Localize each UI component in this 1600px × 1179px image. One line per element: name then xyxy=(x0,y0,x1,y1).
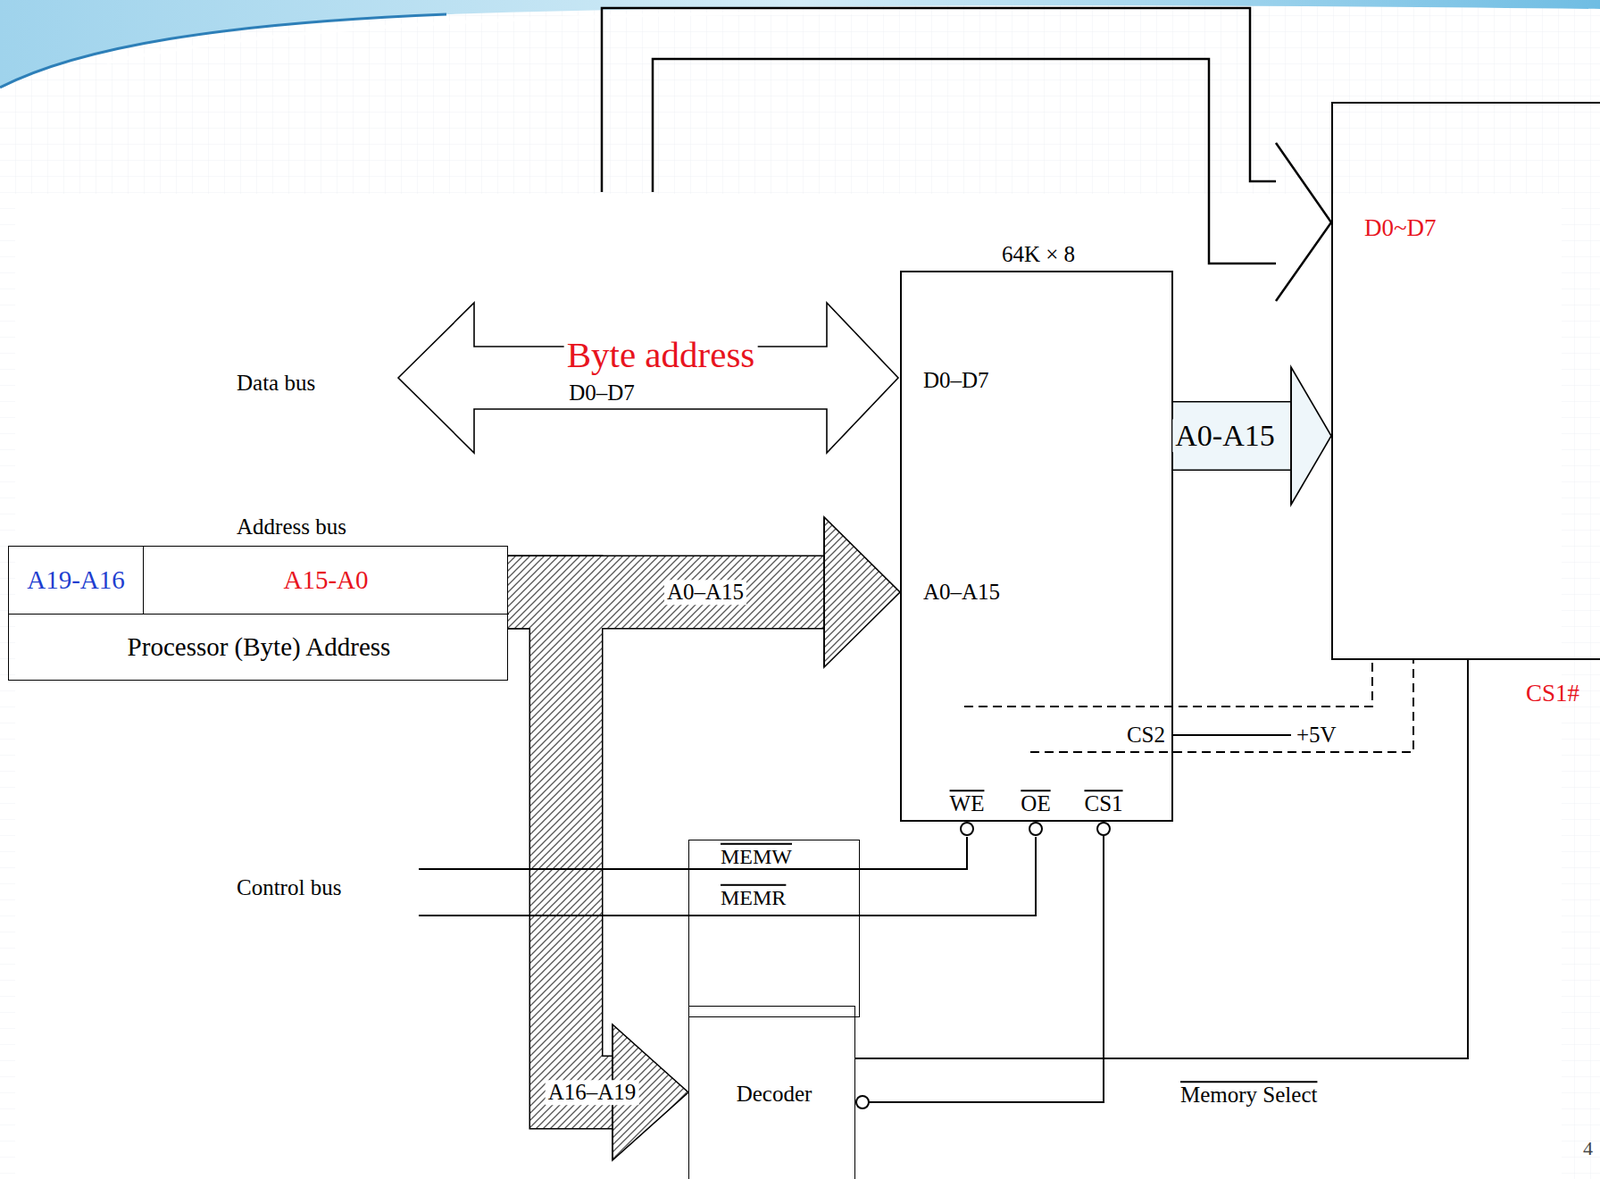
annotation: Byte address xyxy=(564,334,759,375)
data-arrow-head xyxy=(1275,142,1332,301)
node-text: Decoder xyxy=(736,1081,813,1107)
signal-name: D0–D7 xyxy=(568,380,635,406)
arrow-head-base xyxy=(823,516,825,667)
active-low-bubble xyxy=(960,822,974,835)
address-arrow xyxy=(1173,402,1292,470)
active-low-bubble xyxy=(856,1095,869,1109)
node-text: D0~D7 xyxy=(1364,215,1437,242)
node-text: A15-A0 xyxy=(283,566,368,595)
control-signal-box: MEMW MEMR xyxy=(688,839,860,1017)
decoder-box: Decoder xyxy=(688,1005,856,1179)
bus-name: Control bus xyxy=(236,875,342,900)
node-text: Processor (Byte) Address xyxy=(127,633,392,662)
dashed-link xyxy=(964,659,1373,707)
supply-line xyxy=(1173,733,1292,736)
address-field: A15-A0 xyxy=(143,546,509,615)
bus-name: Address bus xyxy=(236,514,347,540)
memory-chip: D0~D7 xyxy=(1331,101,1600,660)
edge-label: Memory Select xyxy=(1180,1082,1317,1108)
memr-line xyxy=(418,836,1036,916)
edge-label: A0–A15 xyxy=(664,579,747,605)
data-line-inner xyxy=(652,58,1276,264)
active-low-bubble xyxy=(1097,822,1110,835)
edge-label: A16–A19 xyxy=(545,1079,640,1105)
memw-line xyxy=(418,836,967,869)
pin-name: CS1# xyxy=(1525,680,1580,708)
arrow-head xyxy=(824,516,900,667)
node-text: MEMW xyxy=(720,844,792,868)
page-number: 4 xyxy=(1583,1137,1593,1159)
pin-name: OE xyxy=(1020,791,1050,817)
arrow-head xyxy=(1291,366,1332,505)
node-text: MEMR xyxy=(720,885,786,909)
node-text: 64K × 8 xyxy=(1001,241,1075,267)
pin-name: A0–A15 xyxy=(923,579,1000,605)
memory-select-wire xyxy=(855,659,1468,1059)
active-low-bubble xyxy=(1029,822,1042,835)
address-field: A19-A16 xyxy=(8,546,144,615)
header-swoosh xyxy=(0,0,1600,88)
bus-outline xyxy=(1173,400,1292,471)
address-register: Processor (Byte) Address A19-A16 A15-A0 xyxy=(8,545,509,681)
pin-name: D0–D7 xyxy=(923,367,990,393)
address-bus xyxy=(508,591,613,1092)
dashed-link xyxy=(1030,659,1414,752)
edge-label: A0-A15 xyxy=(1172,418,1277,452)
node-text: A19-A16 xyxy=(26,566,125,595)
header-swoosh-highlight xyxy=(107,12,893,63)
header-swoosh-edge xyxy=(0,14,447,88)
chip-select-wire xyxy=(855,821,1104,1102)
bus-name: Data bus xyxy=(236,370,316,396)
pin-name: CS1 xyxy=(1083,791,1123,817)
pin-name: WE xyxy=(950,791,985,817)
arrow-head-base xyxy=(1290,366,1292,505)
pin-name: CS2 xyxy=(1126,722,1166,748)
data-line-outer xyxy=(601,8,1276,192)
supply-voltage: +5V xyxy=(1296,722,1337,748)
content-ground xyxy=(15,193,1562,1179)
data-bus-arrow xyxy=(398,302,899,453)
bus-outline xyxy=(508,591,613,1092)
